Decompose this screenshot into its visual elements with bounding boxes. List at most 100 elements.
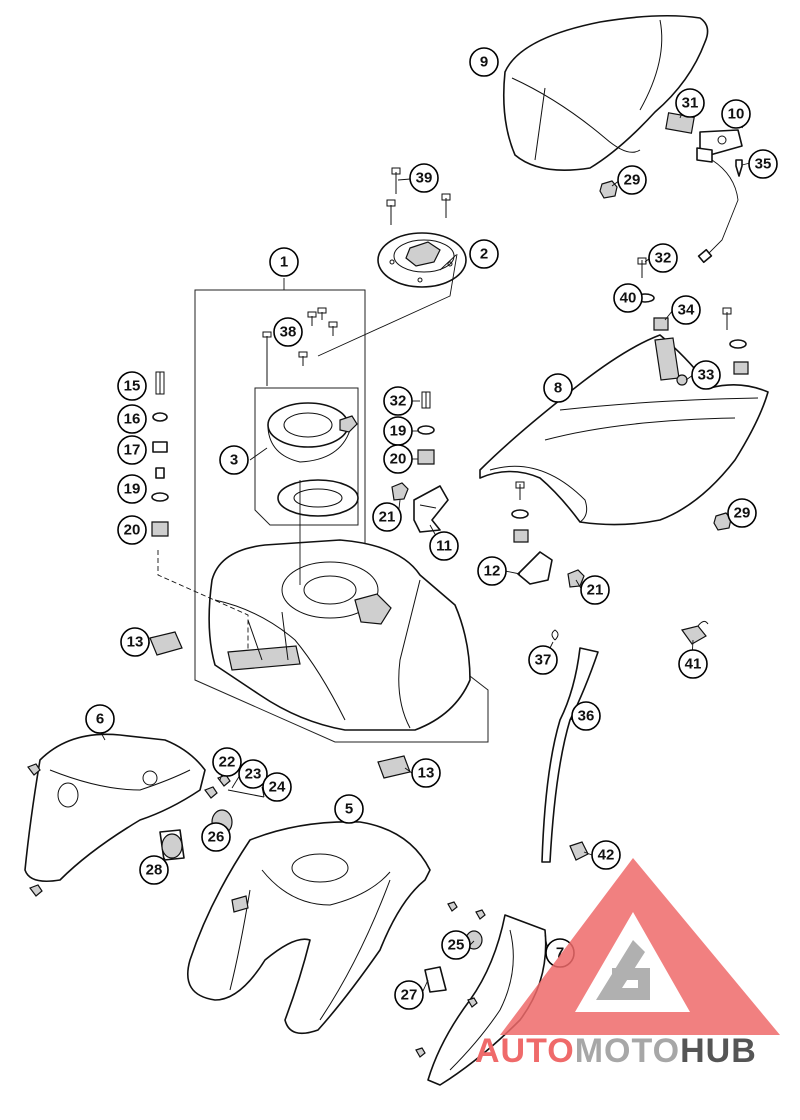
callout-17-label: 17 — [124, 442, 141, 459]
callout-33-label: 33 — [698, 367, 715, 384]
rubber-pad-13a — [149, 631, 183, 656]
callout-21a: 21 — [372, 502, 402, 532]
callout-21b: 21 — [580, 575, 610, 605]
callout-37-label: 37 — [535, 652, 552, 669]
callout-13b: 13 — [411, 758, 441, 788]
callout-22: 22 — [212, 747, 242, 777]
callout-12-label: 12 — [484, 563, 501, 580]
callout-24: 24 — [262, 772, 292, 802]
fuel-tank-group-frame — [194, 289, 489, 743]
callout-25: 25 — [441, 930, 471, 960]
callout-19a-label: 19 — [124, 481, 141, 498]
watermark-triangle-icon — [500, 858, 780, 1035]
callout-22-label: 22 — [219, 754, 236, 771]
callout-29a-label: 29 — [624, 172, 641, 189]
callout-32a-label: 32 — [390, 393, 407, 410]
callout-29b: 29 — [727, 498, 757, 528]
callout-32b-label: 32 — [655, 250, 672, 267]
callout-3: 3 — [219, 445, 249, 475]
bracket-11 — [391, 482, 449, 533]
callout-6-label: 6 — [96, 711, 104, 728]
callout-5: 5 — [334, 794, 364, 824]
callout-39-label: 39 — [416, 170, 433, 187]
callout-41: 41 — [678, 649, 708, 679]
callout-11: 11 — [429, 531, 459, 561]
callout-29a: 29 — [617, 165, 647, 195]
callout-31-label: 31 — [682, 95, 699, 112]
callout-27-label: 27 — [401, 987, 418, 1004]
screws-38 — [262, 307, 338, 386]
fastener-stack-right — [635, 257, 749, 375]
callout-8: 8 — [543, 373, 573, 403]
callout-33: 33 — [691, 360, 721, 390]
callout-1-label: 1 — [280, 254, 288, 271]
fuel-pump-unit — [267, 402, 359, 517]
callout-9-label: 9 — [480, 54, 488, 71]
callout-42-label: 42 — [598, 847, 615, 864]
callout-35-label: 35 — [755, 156, 772, 173]
callout-29b-label: 29 — [734, 505, 751, 522]
callout-23: 23 — [238, 759, 268, 789]
callout-28-label: 28 — [146, 862, 163, 879]
callout-20a-label: 20 — [124, 522, 141, 539]
callout-20b-label: 20 — [390, 451, 407, 468]
callout-13a-label: 13 — [127, 634, 144, 651]
fuel-tank — [208, 539, 471, 731]
callout-21a-label: 21 — [379, 509, 396, 526]
callout-labels: 1 2 3 5 6 7 8 9 10 11 12 13 13 15 16 17 … — [85, 47, 778, 1010]
fuel-pump-frame — [254, 387, 359, 526]
right-side-cover — [415, 901, 547, 1086]
callout-5-label: 5 — [345, 801, 353, 818]
fastener-stack-left — [151, 371, 169, 537]
callout-38-label: 38 — [280, 324, 297, 341]
callout-13a: 13 — [120, 627, 150, 657]
bracket-12 — [511, 481, 585, 588]
callout-15-label: 15 — [124, 378, 141, 395]
pillion-seat — [502, 14, 709, 171]
seat-lock-parts — [665, 112, 743, 264]
callout-25-label: 25 — [448, 937, 465, 954]
callout-40-label: 40 — [620, 290, 637, 307]
callout-35: 35 — [748, 149, 778, 179]
callout-27: 27 — [394, 980, 424, 1010]
callout-36-label: 36 — [578, 708, 595, 725]
watermark-text-hub: HUB — [680, 1032, 757, 1070]
callout-39: 39 — [409, 163, 439, 193]
watermark-text-moto: MOTO — [575, 1032, 680, 1070]
fastener-stack-mid — [417, 391, 435, 465]
callout-40: 40 — [613, 283, 643, 313]
callout-19b-label: 19 — [390, 423, 407, 440]
rubber-buffer-upper — [599, 180, 618, 199]
callout-26-label: 26 — [208, 829, 225, 846]
rider-seat — [479, 334, 769, 526]
callout-16: 16 — [117, 404, 147, 434]
callout-13b-label: 13 — [418, 765, 435, 782]
watermark-text-auto: AUTO — [475, 1032, 575, 1070]
callout-2: 2 — [469, 239, 499, 269]
callout-20a: 20 — [117, 515, 147, 545]
callout-32b: 32 — [648, 243, 678, 273]
callout-10: 10 — [721, 99, 751, 129]
callout-21b-label: 21 — [587, 582, 604, 599]
callout-34: 34 — [671, 295, 701, 325]
callout-24-label: 24 — [269, 779, 286, 796]
callout-16-label: 16 — [124, 411, 141, 428]
callout-9: 9 — [469, 47, 499, 77]
watermark-text: AUTOMOTOHUB — [475, 1032, 757, 1070]
callout-7-label: 7 — [556, 945, 564, 962]
callout-37: 37 — [528, 645, 558, 675]
callout-17: 17 — [117, 435, 147, 465]
callout-38: 38 — [273, 317, 303, 347]
callout-10-label: 10 — [728, 106, 745, 123]
callout-12: 12 — [477, 556, 507, 586]
callout-36: 36 — [571, 701, 601, 731]
callout-42: 42 — [591, 840, 621, 870]
callout-19a: 19 — [117, 474, 147, 504]
callout-8-label: 8 — [554, 380, 562, 397]
watermark-inner-mark-icon — [596, 940, 650, 1000]
callout-31: 31 — [675, 88, 705, 118]
callout-32a: 32 — [383, 386, 413, 416]
callout-20b: 20 — [383, 444, 413, 474]
